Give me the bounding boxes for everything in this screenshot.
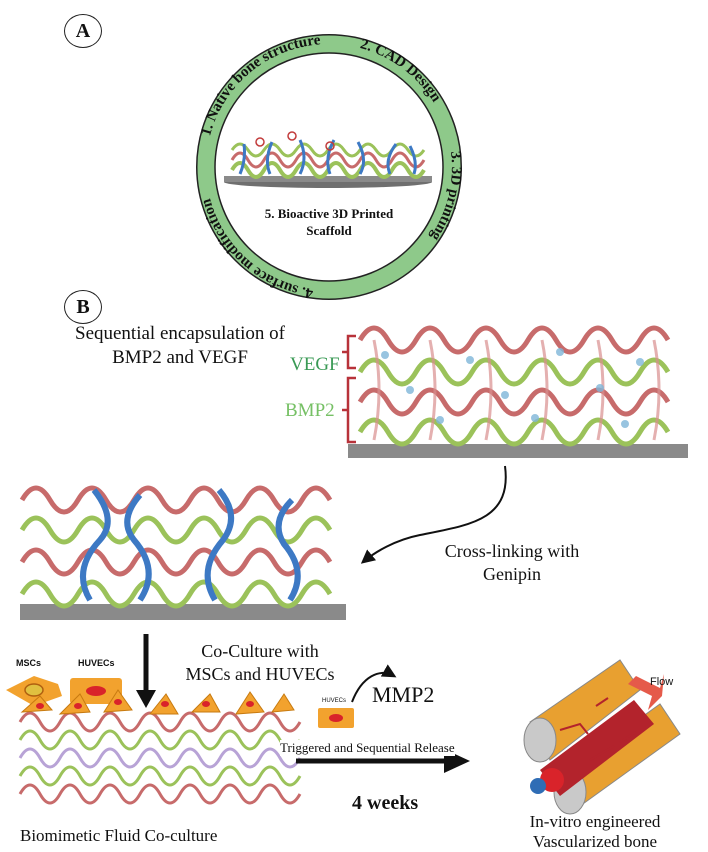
release-line2: Release: [414, 740, 455, 756]
scaffold-center-line1: 5. Bioactive 3D Printed: [264, 206, 394, 221]
release-line1: Triggered and Sequential: [280, 740, 411, 756]
coculture-line2: MSCs and HUVECs: [185, 664, 335, 684]
bone-line1: In-vitro engineered: [529, 812, 661, 831]
vegf-label: VEGF: [290, 354, 340, 375]
encapsulated-scaffold-illustration: [348, 325, 688, 458]
huvec-small-cell-icon: [318, 708, 354, 728]
process-ring-fill: [197, 35, 461, 299]
flow-label: Flow: [650, 676, 674, 688]
msc-cell-icon: [6, 676, 62, 706]
huvec-cell-icon: [70, 678, 122, 704]
small-scaffold-illustration: [224, 131, 432, 188]
coculture-line1: Co-Culture with: [201, 641, 319, 661]
crosslinked-scaffold-illustration: [19, 485, 346, 620]
huvec-small-label: HUVECs: [322, 698, 347, 704]
ring-step-1: 1. Native bone structure: [198, 32, 321, 137]
encapsulation-line1: Sequential encapsulation of: [75, 323, 285, 344]
panel-b-label: B: [64, 290, 102, 324]
coculture-caption: Co-Culture with MSCs and HUVECs: [160, 640, 360, 686]
cultured-scaffold-illustration: [18, 689, 302, 805]
bmp2-bracket: [342, 376, 356, 444]
process-ring: [196, 34, 462, 300]
bmp2-label: BMP2: [285, 400, 335, 421]
duration-label: 4 weeks: [352, 792, 419, 814]
huvec-label: HUVECs: [78, 658, 115, 668]
ring-step-2: 2. CAD Design: [358, 36, 444, 105]
crosslink-arrow: [360, 465, 507, 564]
vegf-bracket: [342, 334, 356, 370]
fluid-coculture-caption: Biomimetic Fluid Co-culture: [20, 826, 218, 845]
crosslink-line1: Cross-linking with: [444, 541, 580, 561]
mmp2-label: MMP2: [372, 682, 435, 707]
encapsulation-caption: Sequential encapsulation of BMP2 and VEG…: [50, 322, 310, 370]
bone-caption: In-vitro engineered Vascularized bone: [495, 812, 695, 852]
release-caption: Triggered and Sequential Release: [280, 740, 455, 756]
crosslink-line2: Genipin: [483, 564, 541, 584]
scaffold-center-title: 5. Bioactive 3D Printed Scaffold: [229, 205, 429, 239]
vascularized-bone-illustration: [523, 659, 681, 815]
mmp2-arrow: [351, 664, 397, 703]
scaffold-center-line2: Scaffold: [306, 223, 352, 238]
flow-arrow-icon: [628, 674, 664, 710]
panel-a-label: A: [64, 14, 102, 48]
crosslink-caption: Cross-linking with Genipin: [412, 540, 612, 586]
encapsulation-line2: BMP2 and VEGF: [112, 347, 248, 368]
bone-line2: Vascularized bone: [532, 832, 658, 851]
msc-label: MSCs: [16, 658, 42, 668]
panel-a: 1. Native bone structure 2. CAD Design 3…: [196, 32, 464, 301]
